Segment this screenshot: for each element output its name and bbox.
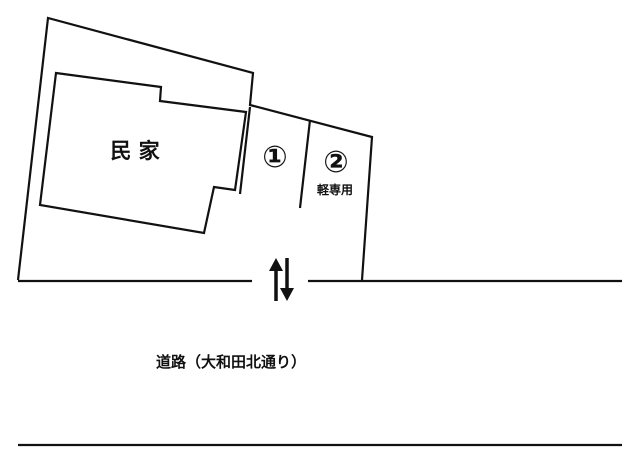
- parking-space-2-label: ②: [323, 145, 348, 180]
- up-down-arrows-icon: [269, 258, 294, 301]
- parking-space-1-label: ①: [262, 140, 287, 175]
- parking-space-2-note: 軽専用: [317, 182, 353, 197]
- lot-boundary: [16, 16, 374, 281]
- house-label: 民 家: [110, 139, 160, 163]
- road-label: 道路（大和田北通り）: [156, 353, 306, 371]
- parking-space-divider: [298, 119, 312, 209]
- house-parking-divider: [238, 106, 252, 195]
- house-building: [38, 71, 248, 235]
